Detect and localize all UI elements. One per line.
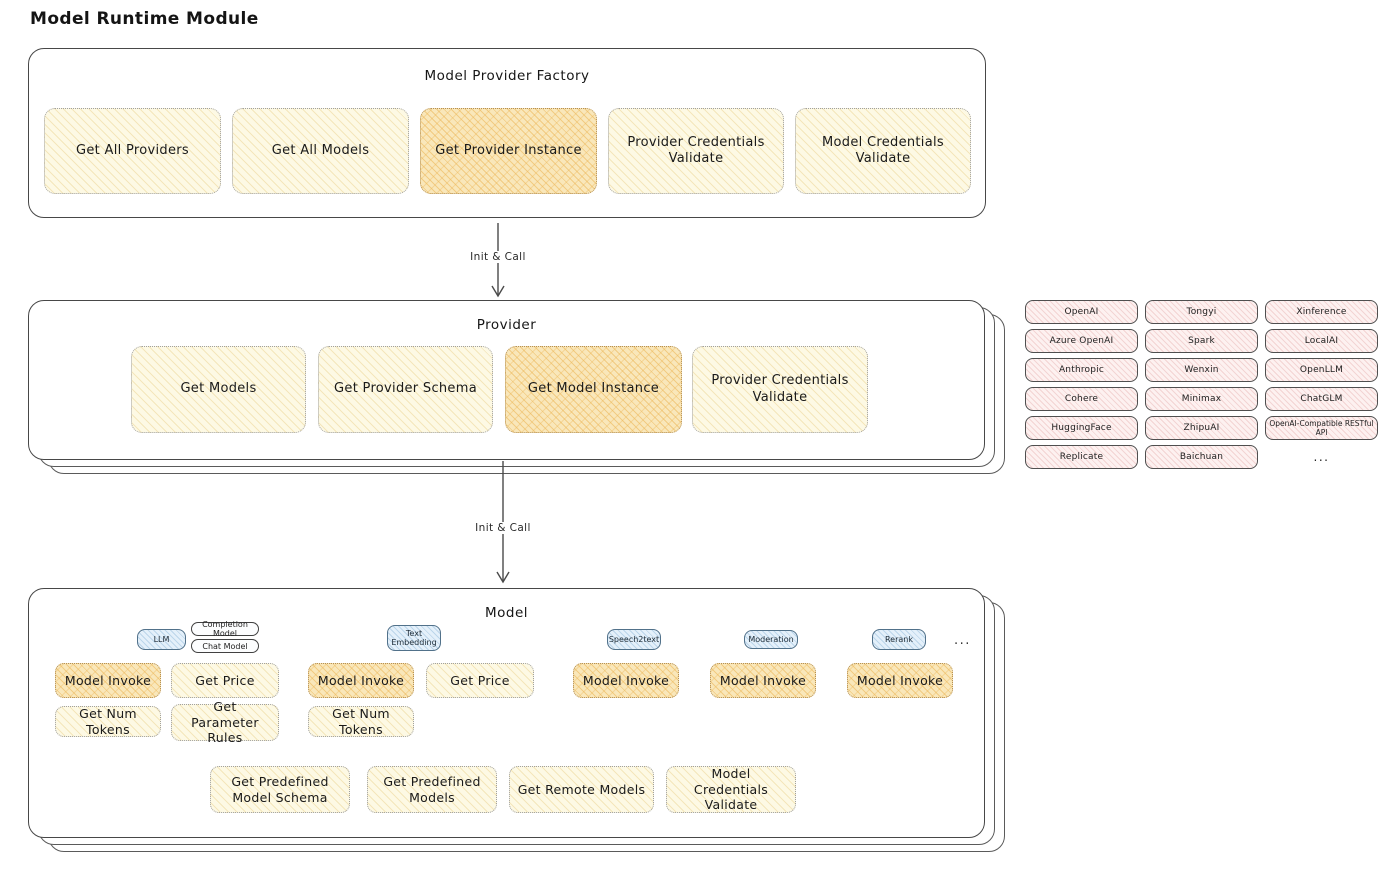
arrow-down-icon — [496, 461, 510, 584]
node-get-price-llm[interactable]: Get Price — [171, 663, 279, 698]
node-get-all-providers[interactable]: Get All Providers — [44, 108, 221, 194]
model-title: Model — [484, 605, 529, 621]
node-model-invoke-rerank[interactable]: Model Invoke — [847, 663, 953, 698]
provider-wenxin[interactable]: Wenxin — [1145, 358, 1258, 382]
node-model-invoke-moderation[interactable]: Model Invoke — [710, 663, 816, 698]
node-model-credentials-validate[interactable]: Model Credentials Validate — [795, 108, 971, 194]
arrow-label-init-call-2: Init & Call — [470, 522, 536, 534]
provider-box[interactable]: Provider Get Models Get Provider Schema … — [28, 300, 985, 460]
provider-minimax[interactable]: Minimax — [1145, 387, 1258, 411]
node-model-credentials-validate-2[interactable]: Model Credentials Validate — [666, 766, 796, 813]
tags-more-ellipsis: ... — [954, 633, 971, 648]
node-model-invoke-speech2text[interactable]: Model Invoke — [573, 663, 679, 698]
node-get-num-tokens-embedding[interactable]: Get Num Tokens — [308, 706, 414, 737]
node-provider-credentials-validate[interactable]: Provider Credentials Validate — [608, 108, 784, 194]
node-provider-credentials-validate-2[interactable]: Provider Credentials Validate — [692, 346, 868, 433]
node-model-invoke-llm[interactable]: Model Invoke — [55, 663, 161, 698]
tag-moderation[interactable]: Moderation — [744, 630, 798, 649]
node-get-model-instance[interactable]: Get Model Instance — [505, 346, 682, 433]
provider-openllm[interactable]: OpenLLM — [1265, 358, 1378, 382]
tag-text-embedding[interactable]: Text Embedding — [387, 625, 441, 651]
provider-baichuan[interactable]: Baichuan — [1145, 445, 1258, 469]
page-title: Model Runtime Module — [30, 9, 259, 29]
provider-cohere[interactable]: Cohere — [1025, 387, 1138, 411]
provider-spark[interactable]: Spark — [1145, 329, 1258, 353]
provider-replicate[interactable]: Replicate — [1025, 445, 1138, 469]
node-get-predefined-model-schema[interactable]: Get Predefined Model Schema — [210, 766, 350, 813]
node-get-num-tokens-llm[interactable]: Get Num Tokens — [55, 706, 161, 737]
arrow-label-init-call-1: Init & Call — [465, 251, 531, 263]
node-get-predefined-models[interactable]: Get Predefined Models — [367, 766, 497, 813]
provider-xinference[interactable]: Xinference — [1265, 300, 1378, 324]
node-get-provider-instance[interactable]: Get Provider Instance — [420, 108, 597, 194]
provider-openai[interactable]: OpenAI — [1025, 300, 1138, 324]
tag-llm[interactable]: LLM — [137, 629, 186, 650]
node-get-models[interactable]: Get Models — [131, 346, 306, 433]
node-model-invoke-embedding[interactable]: Model Invoke — [308, 663, 414, 698]
tag-completion-model[interactable]: Completion Model — [191, 620, 259, 638]
tag-rerank[interactable]: Rerank — [872, 629, 926, 650]
model-box[interactable]: Model LLM Completion Model Chat Model Te… — [28, 588, 985, 838]
provider-tongyi[interactable]: Tongyi — [1145, 300, 1258, 324]
provider-title: Provider — [476, 317, 537, 333]
node-get-parameter-rules[interactable]: Get Parameter Rules — [171, 699, 279, 745]
provider-azure-openai[interactable]: Azure OpenAI — [1025, 329, 1138, 353]
node-get-price-embedding[interactable]: Get Price — [426, 663, 534, 698]
model-provider-factory-box[interactable]: Model Provider Factory Get All Providers… — [28, 48, 986, 218]
provider-localai[interactable]: LocalAI — [1265, 329, 1378, 353]
node-get-provider-schema[interactable]: Get Provider Schema — [318, 346, 493, 433]
node-get-remote-models[interactable]: Get Remote Models — [509, 766, 654, 813]
provider-list: OpenAI Tongyi Xinference Azure OpenAI Sp… — [1025, 300, 1378, 469]
factory-title: Model Provider Factory — [424, 68, 590, 84]
provider-huggingface[interactable]: HuggingFace — [1025, 416, 1138, 440]
provider-more-ellipsis: ... — [1313, 450, 1330, 464]
node-get-all-models[interactable]: Get All Models — [232, 108, 409, 194]
provider-zhipuai[interactable]: ZhipuAI — [1145, 416, 1258, 440]
provider-chatglm[interactable]: ChatGLM — [1265, 387, 1378, 411]
tag-chat-model[interactable]: Chat Model — [191, 639, 259, 653]
provider-openai-compatible-restful-api[interactable]: OpenAI-Compatible RESTful API — [1265, 416, 1378, 440]
provider-anthropic[interactable]: Anthropic — [1025, 358, 1138, 382]
tag-speech2text[interactable]: Speech2text — [607, 629, 661, 650]
